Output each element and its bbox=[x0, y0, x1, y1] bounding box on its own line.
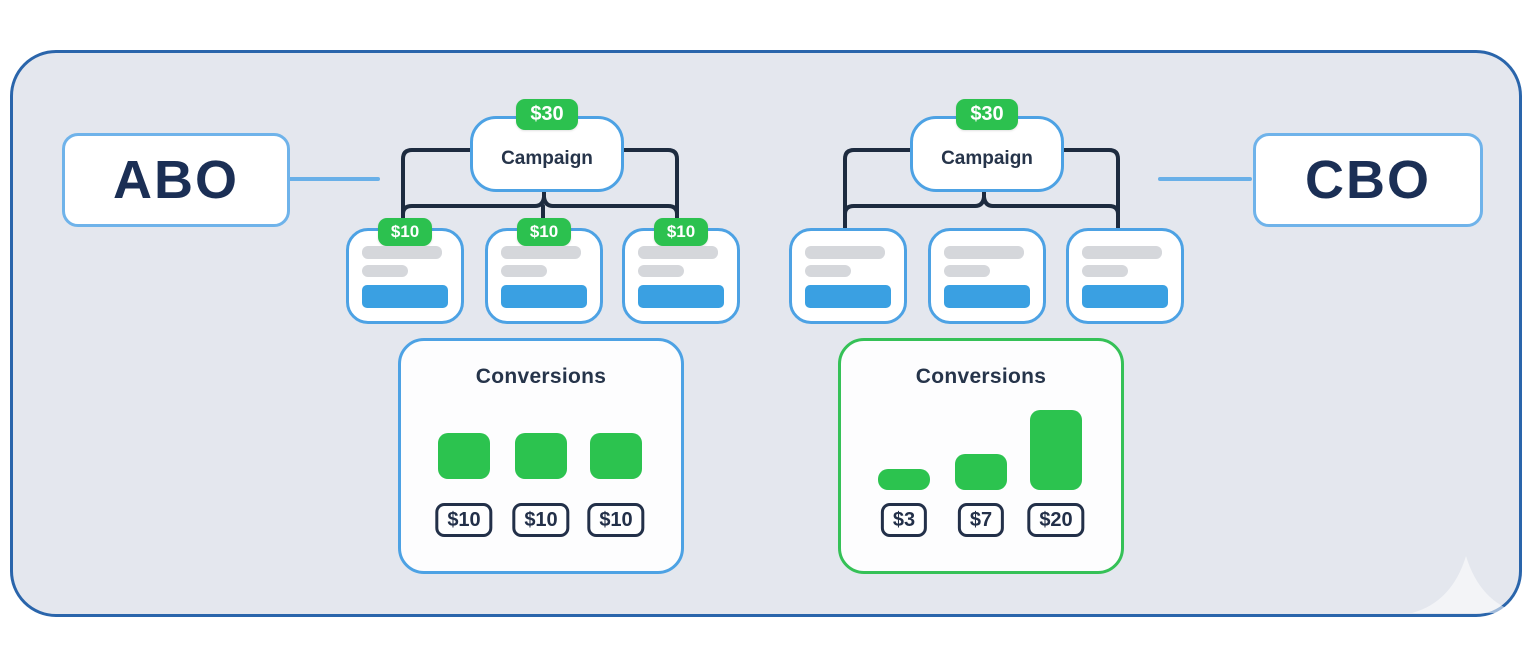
spend-tag: $3 bbox=[880, 503, 928, 537]
cbo-label-box: CBO bbox=[1253, 133, 1483, 227]
adset-cta-bar bbox=[362, 285, 448, 308]
cbo-conversions-panel: Conversions $3 $7 $20 bbox=[838, 338, 1124, 574]
cbo-conversions-title: Conversions bbox=[915, 365, 1047, 388]
adset-cta-bar bbox=[501, 285, 587, 308]
conversion-bar bbox=[955, 454, 1007, 490]
conversion-bar bbox=[438, 433, 490, 479]
skeleton-line bbox=[805, 246, 885, 259]
adset-cta-bar bbox=[944, 285, 1030, 308]
adset-cta-bar bbox=[805, 285, 891, 308]
abo-label-box: ABO bbox=[62, 133, 290, 227]
spend-tag: $10 bbox=[435, 503, 493, 537]
conversion-bar bbox=[878, 469, 930, 490]
adset-cta-bar bbox=[638, 285, 724, 308]
abo-campaign-budget-badge: $30 bbox=[516, 99, 578, 130]
cbo-label: CBO bbox=[1305, 150, 1431, 210]
abo-campaign-label: Campaign bbox=[501, 148, 593, 169]
conversion-bar bbox=[515, 433, 567, 479]
cbo-campaign-label: Campaign bbox=[941, 148, 1033, 169]
skeleton-line bbox=[362, 246, 442, 259]
skeleton-line bbox=[944, 265, 990, 277]
adset-cta-bar bbox=[1082, 285, 1168, 308]
spend-tag: $10 bbox=[587, 503, 645, 537]
cbo-adset-card-2 bbox=[928, 228, 1046, 324]
abo-adset-card-2: $10 bbox=[485, 218, 603, 324]
cbo-adset-card-1 bbox=[789, 228, 907, 324]
abo-adset-card-1: $10 bbox=[346, 218, 464, 324]
skeleton-line bbox=[501, 246, 581, 259]
conversion-bar bbox=[1030, 410, 1082, 490]
skeleton-line bbox=[1082, 246, 1162, 259]
spend-tag: $10 bbox=[512, 503, 570, 537]
abo-adset-3-budget-badge: $10 bbox=[654, 218, 708, 246]
cbo-campaign-budget-badge: $30 bbox=[956, 99, 1018, 130]
spend-tag: $20 bbox=[1027, 503, 1085, 537]
skeleton-line bbox=[805, 265, 851, 277]
abo-conversions-title: Conversions bbox=[475, 365, 607, 388]
abo-conversions-panel: Conversions $10 $10 $10 bbox=[398, 338, 684, 574]
abo-adset-1-budget-badge: $10 bbox=[378, 218, 432, 246]
conversion-bar bbox=[590, 433, 642, 479]
skeleton-line bbox=[1082, 265, 1128, 277]
abo-adset-2-budget-badge: $10 bbox=[517, 218, 571, 246]
skeleton-line bbox=[501, 265, 547, 277]
skeleton-line bbox=[638, 265, 684, 277]
skeleton-line bbox=[638, 246, 718, 259]
skeleton-line bbox=[362, 265, 408, 277]
skeleton-line bbox=[944, 246, 1024, 259]
spend-tag: $7 bbox=[957, 503, 1005, 537]
abo-label: ABO bbox=[113, 150, 239, 210]
abo-campaign-node: $30 Campaign bbox=[470, 99, 624, 192]
cbo-campaign-node: $30 Campaign bbox=[910, 99, 1064, 192]
abo-adset-card-3: $10 bbox=[622, 218, 740, 324]
cbo-adset-card-3 bbox=[1066, 228, 1184, 324]
